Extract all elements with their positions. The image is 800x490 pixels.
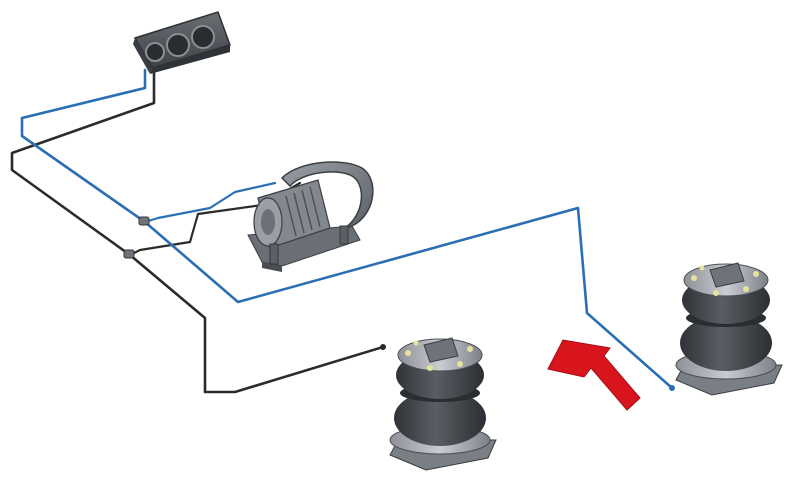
bolt — [691, 275, 697, 281]
tee-fittings — [123, 216, 150, 259]
gauge-dial — [145, 42, 165, 62]
air-spring-left — [389, 337, 497, 471]
blue-line-to-compressor — [143, 181, 277, 224]
bolt — [467, 346, 473, 352]
bolt — [713, 290, 719, 296]
air-spring-icon — [675, 262, 783, 396]
bolt — [743, 286, 749, 292]
gauge-dial — [166, 33, 190, 57]
tee-fitting-black — [123, 249, 135, 259]
bolt — [699, 265, 705, 271]
bolt — [457, 361, 463, 367]
bolt — [427, 365, 433, 371]
gauge-dials — [145, 25, 215, 62]
bolt — [405, 350, 411, 356]
tee-fitting-blue — [138, 216, 150, 226]
air-spring-icon — [389, 337, 497, 471]
fitting-left-spring — [380, 344, 386, 350]
bolt — [753, 271, 759, 277]
gauge-panel-icon — [133, 11, 231, 74]
gauge-dial — [191, 25, 215, 49]
air-spring-right — [675, 262, 783, 396]
fitting-right-spring — [669, 385, 675, 391]
arrow-icon — [547, 339, 641, 411]
bolt — [413, 340, 419, 346]
air-compressor-icon — [247, 161, 374, 272]
